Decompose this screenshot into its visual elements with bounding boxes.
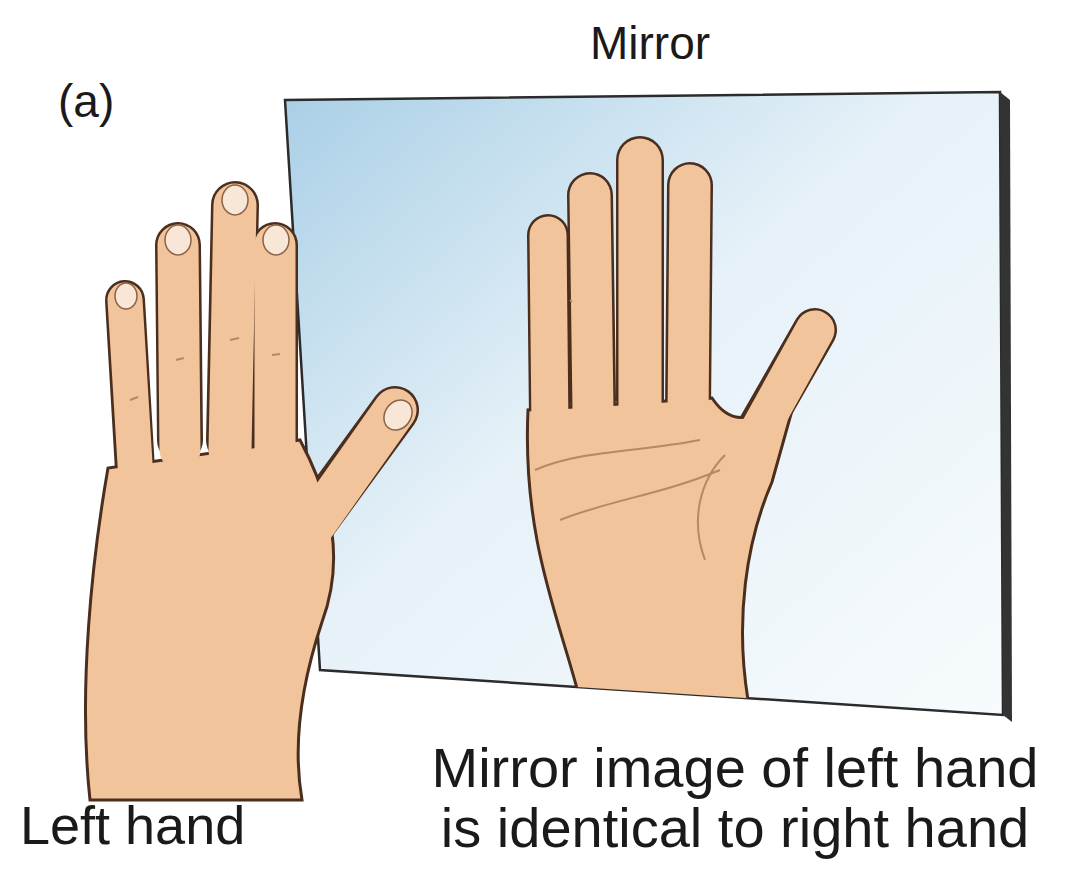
reflected-hand (527, 160, 815, 700)
mirror-label: Mirror (520, 18, 780, 68)
hand-label: Left hand (20, 796, 320, 854)
mirror-edge (1000, 92, 1012, 722)
panel-label: (a) (58, 76, 178, 126)
mirror-glass (285, 92, 1003, 715)
caption-note: Mirror image of left hand is identical t… (415, 738, 1055, 858)
left-hand (85, 185, 417, 800)
